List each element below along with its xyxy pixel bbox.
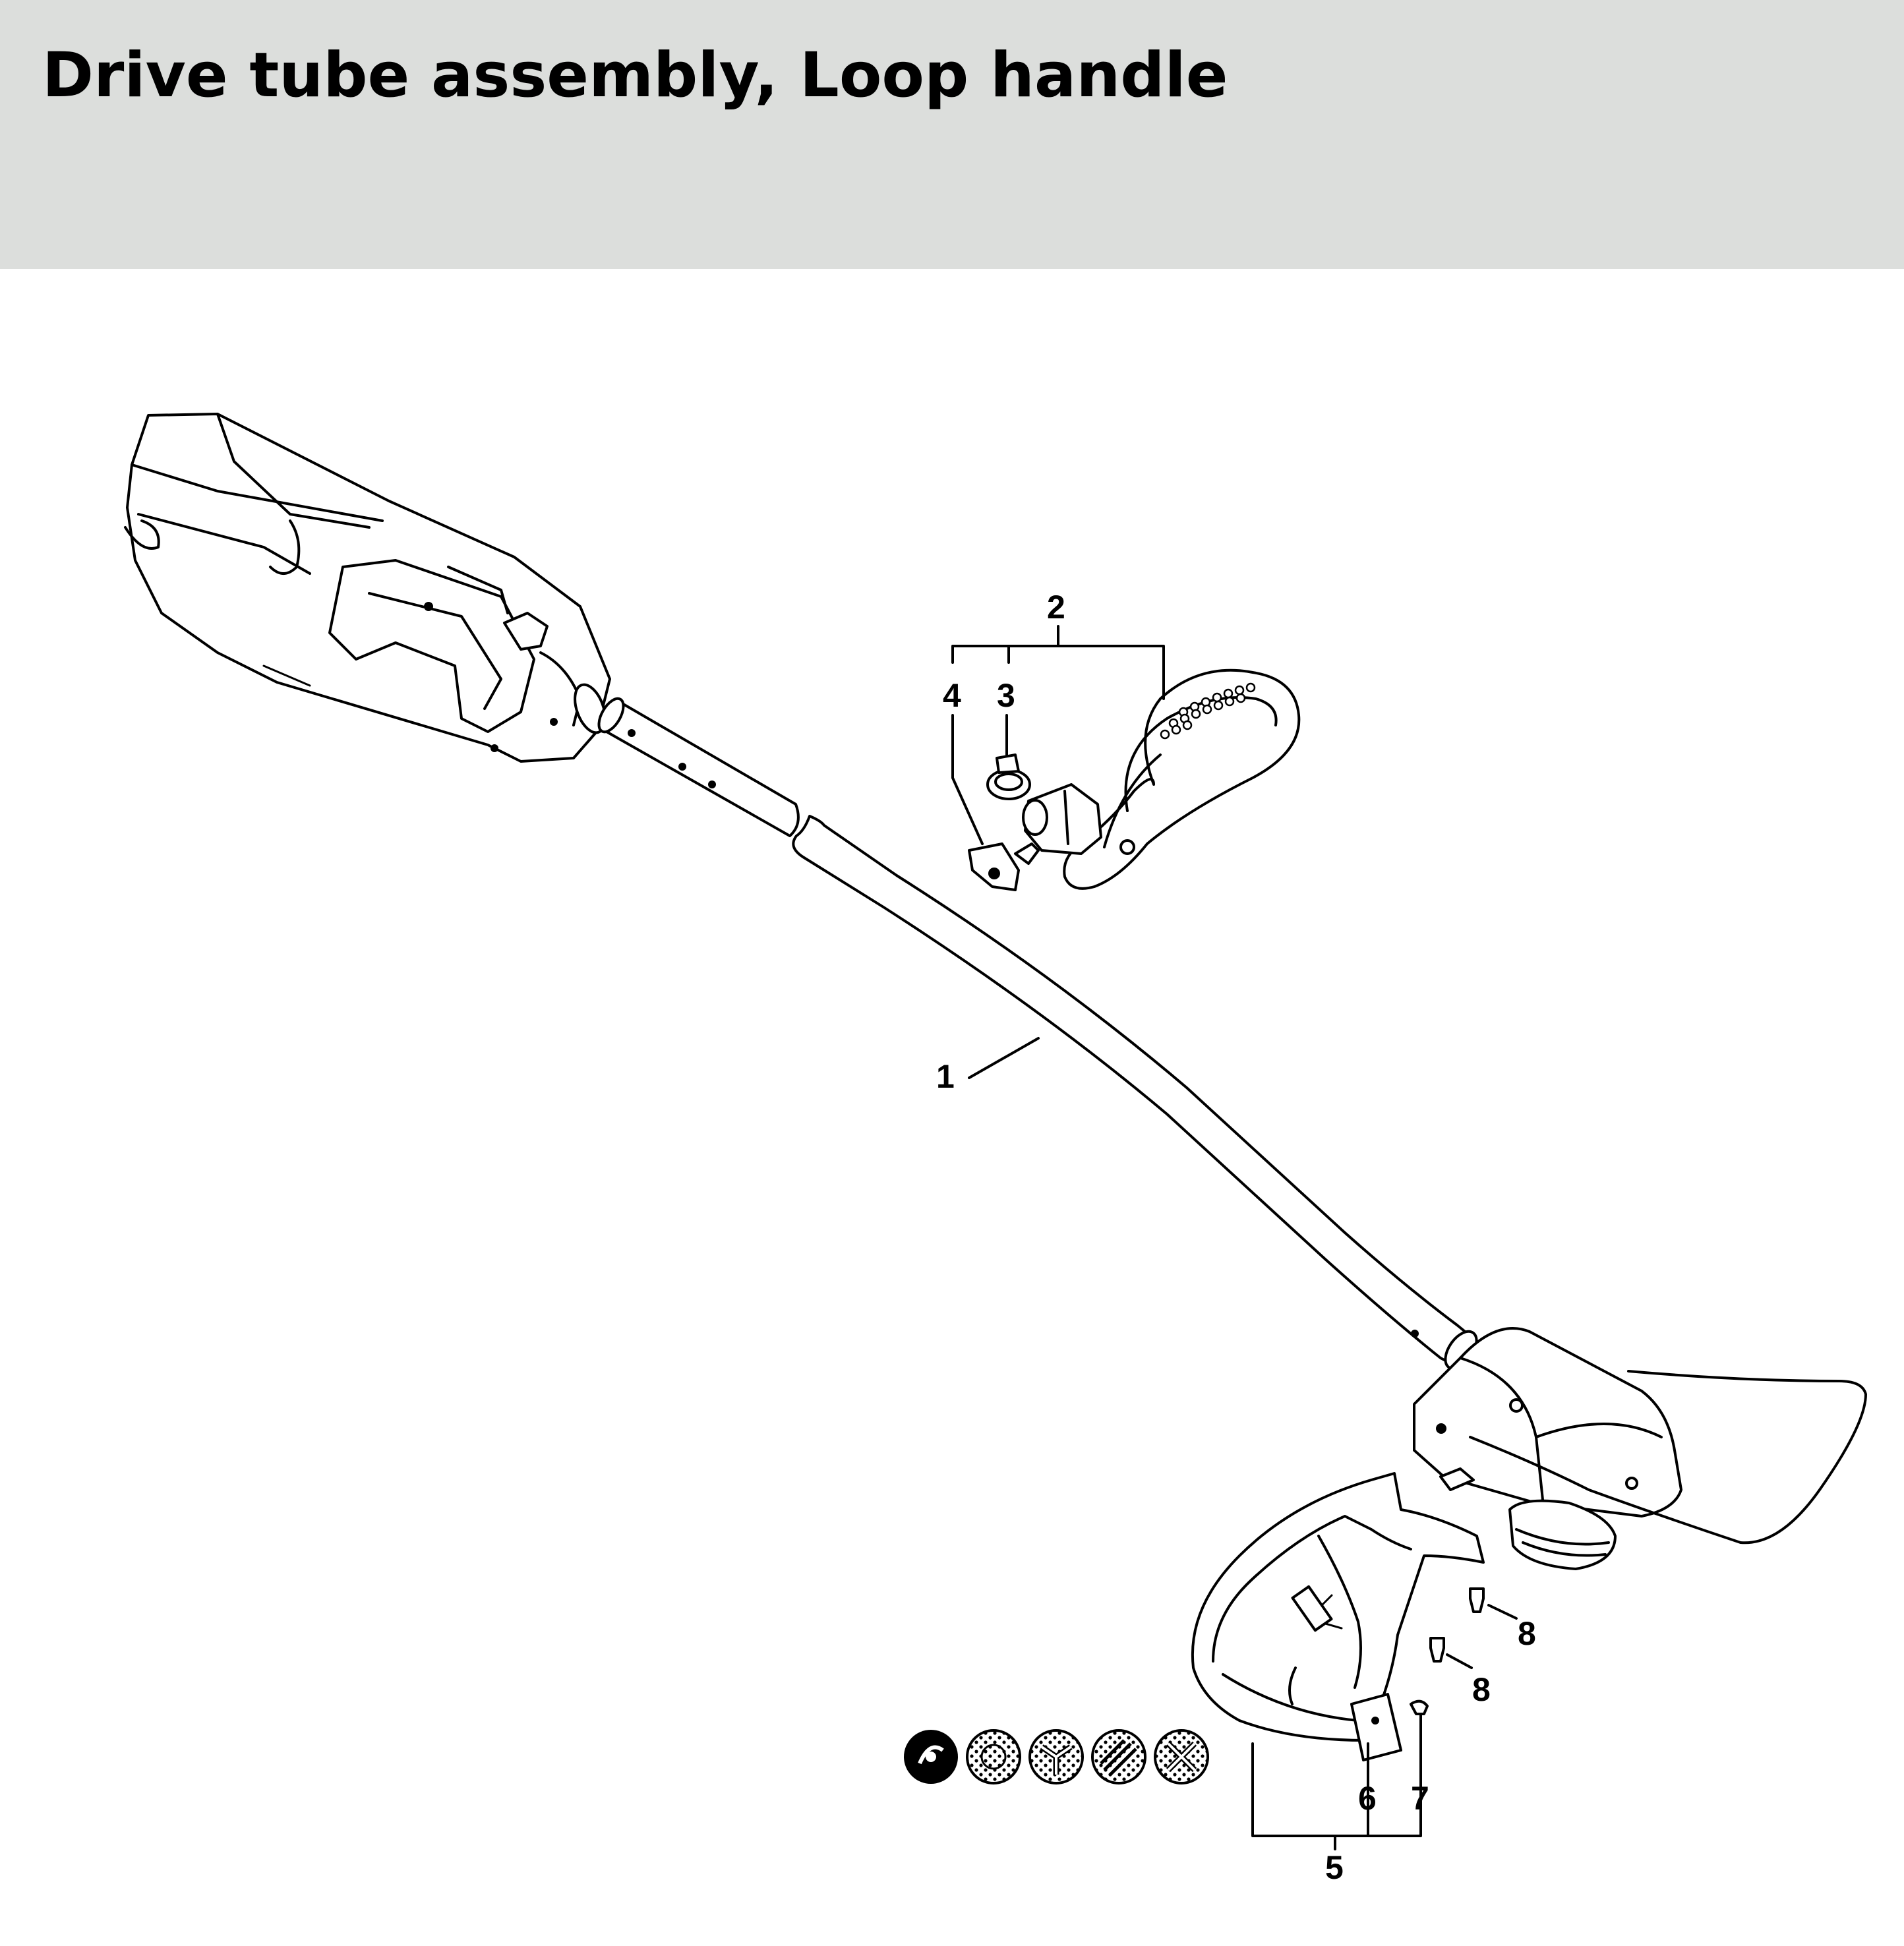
callout-5: 5	[1325, 1849, 1344, 1886]
mesh-disc-icon	[966, 1729, 1021, 1784]
screw-8-upper	[1469, 1587, 1485, 1613]
callout-1: 1	[936, 1058, 955, 1095]
motor-housing	[124, 413, 611, 763]
callout-8-upper: 8	[1518, 1615, 1536, 1652]
drive-tube	[597, 697, 1478, 1371]
callout-2: 2	[1047, 589, 1065, 626]
callout-7: 7	[1411, 1780, 1429, 1817]
wing-screw	[968, 842, 1040, 891]
callout-6: 6	[1358, 1780, 1377, 1817]
header-bar: Drive tube assembly, Loop handle	[0, 0, 1904, 269]
loop-handle	[1022, 668, 1301, 890]
trimmer-head-icon	[904, 1730, 958, 1784]
cross-tool-icon	[1154, 1729, 1209, 1784]
striped-disc-icon	[1091, 1729, 1146, 1784]
hose-clamp	[986, 753, 1031, 800]
leader-lines	[951, 625, 1518, 1850]
callout-8-lower: 8	[1472, 1671, 1491, 1708]
callout-4: 4	[943, 677, 961, 714]
blade-tool-icon	[1028, 1729, 1084, 1784]
deflector-guard	[1191, 1472, 1485, 1742]
screw-8-lower	[1429, 1637, 1445, 1663]
callout-3: 3	[997, 677, 1015, 714]
screw-7	[1410, 1699, 1429, 1715]
gearhead-housing	[1413, 1327, 1867, 1570]
cutter-plate	[1350, 1693, 1402, 1761]
page-title: Drive tube assembly, Loop handle	[42, 40, 1228, 111]
